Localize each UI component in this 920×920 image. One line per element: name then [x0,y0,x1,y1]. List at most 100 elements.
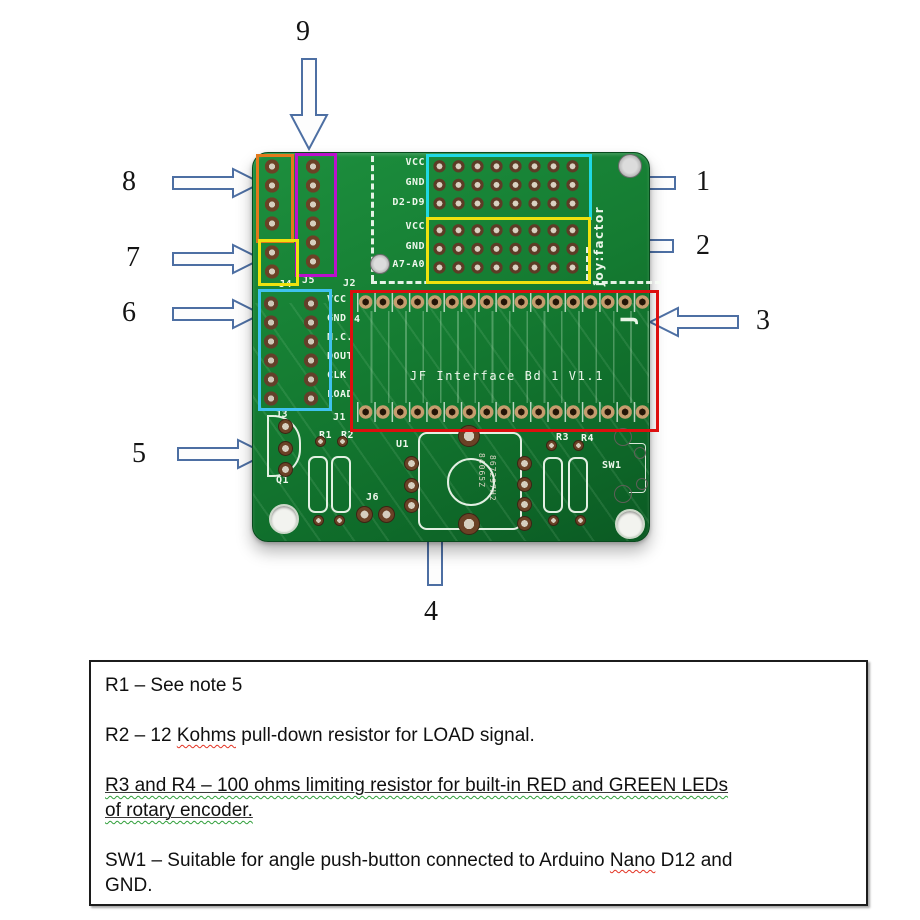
callout-arrow-7-right-icon [172,243,263,275]
silk-j3-pin-nc: N.C. [327,332,354,343]
j6-pad [378,506,395,523]
callout-arrow-6-right-icon [172,298,263,330]
callout-label-4: 4 [424,596,438,627]
silk-label-a7-a0: A7-A0 [392,259,425,270]
silk-label-vcc-1: VCC [405,157,425,168]
sw1-pad [614,485,632,503]
r3-pad [546,440,557,451]
pad-grid-a7-a0 [430,221,582,276]
silk-label-r4: R4 [581,433,595,444]
callout-label-9: 9 [296,16,310,47]
r3-outline [543,457,563,513]
silk-j3-pin-gnd: GND [327,313,347,324]
pad-row-j2 [357,292,651,312]
u1-pad [404,478,419,493]
note-sw1-text-3: GND. [105,875,153,896]
silk-j3-pin-clk: CLK [327,370,347,381]
silk-label-r3: R3 [556,432,570,443]
r2-outline [331,456,351,513]
callout-arrow-3-left-icon [648,306,739,338]
r4-outline [568,457,588,513]
r1-outline [308,456,328,513]
silk-dashed-line [371,156,374,281]
callout-arrow-8-right-icon [172,167,263,199]
silk-label-j3: J3 [275,409,289,420]
callout-label-5: 5 [132,438,146,469]
pad-grid-d2-d9 [430,157,582,213]
q1-pad [278,419,293,434]
r1-pad [313,515,324,526]
r2-pad [334,515,345,526]
callout-label-1: 1 [696,166,710,197]
u1-pad [404,498,419,513]
silk-dashed-line [586,247,589,280]
highlight-box-1 [426,154,592,220]
note-r1: R1 – See note 5 [105,673,850,698]
silk-j3-pin-vcc: VCC [327,294,347,305]
note-sw1: SW1 – Suitable for angle push-button con… [105,848,850,898]
pad-grid-j3 [261,294,341,408]
note-r3-r4: R3 and R4 – 100 ohms limiting resistor f… [105,773,850,823]
pad-column-j4-top [262,157,282,233]
highlight-box-2 [426,217,591,284]
r3-pad [548,515,559,526]
pad-column-j4-bottom [262,243,282,281]
note-r3-r4-line2: of rotary encoder. [105,800,253,821]
silk-label-sw1: SW1 [602,460,622,471]
u1-pad [517,477,532,492]
silk-label-u1: U1 [396,439,410,450]
silk-label-q1: Q1 [276,475,290,486]
highlight-box-6 [258,289,332,411]
silk-label-gnd-1: GND [405,177,425,188]
note-sw1-text-2: D12 and [655,850,733,871]
silk-label-j1: J1 [333,412,347,423]
callout-arrow-9-down-icon [289,58,329,151]
silk-label-d2-d9: D2-D9 [392,197,425,208]
q1-pad [278,462,293,477]
note-r1-text: R1 – See note 5 [105,675,243,696]
pad-row-j1 [357,402,651,422]
silk-j3-pin-load: LOAD [327,389,354,400]
note-sw1-misspelled-word: Nano [609,850,656,871]
silk-label-j5: J5 [302,275,316,286]
callout-label-2: 2 [696,230,710,261]
r1-pad [315,436,326,447]
pcb-vertical-traces [355,311,651,403]
note-sw1-text: SW1 – Suitable for angle push-button con… [105,850,610,871]
callout-label-3: 3 [756,305,770,336]
silk-label-j2: J2 [343,278,357,289]
u1-pad [517,497,532,512]
sw1-outline [629,443,646,493]
encoder-pad [458,513,480,535]
r4-pad [573,440,584,451]
pad-column-j5 [303,157,323,271]
sw1-pad [634,447,646,459]
silk-label-j6: J6 [366,492,380,503]
r4-pad [575,515,586,526]
silk-label-pin4: 4 [354,314,361,325]
notes-box: R1 – See note 5 R2 – 12 Kohms pull-down … [89,660,868,906]
highlight-box-9 [295,153,337,277]
mount-hole-bottom-left [269,504,299,534]
via-hole-center [370,254,390,274]
note-r3-r4-line1: R3 and R4 – 100 ohms limiting resistor f… [105,775,729,796]
j6-pad [356,506,373,523]
sw1-pad [636,478,648,490]
silk-label-vcc-2: VCC [405,221,425,232]
sw1-pad [614,428,632,446]
note-r2-text: R2 – 12 [105,725,177,746]
callout-label-7: 7 [126,242,140,273]
silk-label-r2: R2 [341,430,355,441]
screw-hole-top-right [618,154,642,178]
silk-label-gnd-2: GND [405,241,425,252]
u1-pad [404,456,419,471]
silk-board-title: JF Interface Bd 1 V1.1 [409,369,605,383]
highlight-box-3 [350,290,659,432]
note-r3-r4-underlined: R3 and R4 – 100 ohms limiting resistor f… [105,775,728,821]
callout-label-8: 8 [122,166,136,197]
silk-label-r1: R1 [319,430,333,441]
silk-j3-pin-dout: DOUT [327,351,354,362]
mount-hole-bottom-right [615,509,645,539]
pcb-board: VCC GND D2-D9 VCC GND A7-A0 VCC GND N.C.… [252,152,661,542]
